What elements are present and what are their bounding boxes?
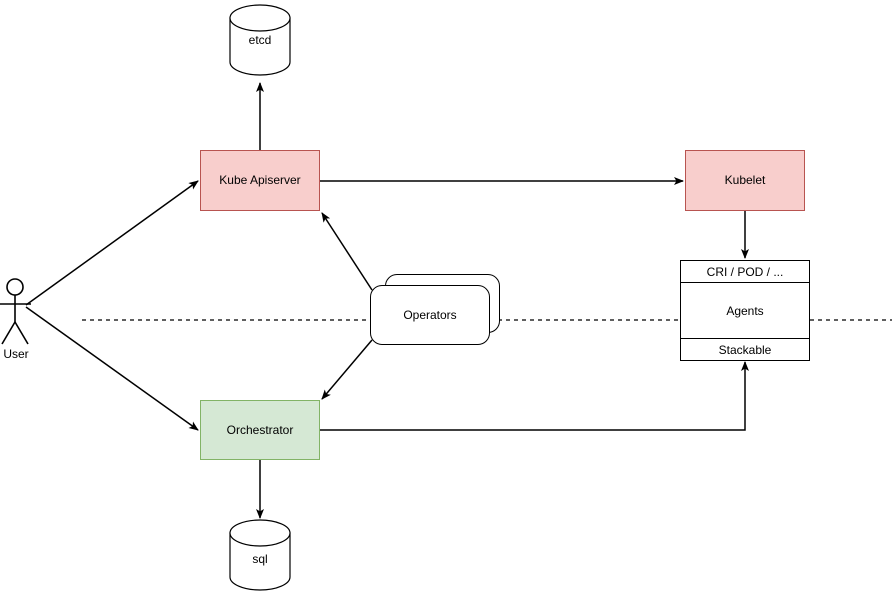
- node-agents-stack[interactable]: CRI / POD / ... Agents Stackable: [680, 260, 810, 361]
- node-sql-label: sql: [252, 552, 268, 566]
- edge-operators-to-apiserver: [321, 212, 373, 291]
- sql-cylinder-shape: [229, 519, 291, 591]
- node-sql-label-wrap: sql: [230, 552, 290, 566]
- node-user-label-wrap: User: [0, 347, 32, 361]
- agents-body-label: Agents: [726, 303, 764, 318]
- node-kubelet[interactable]: Kubelet: [685, 150, 805, 211]
- node-kube-apiserver-label: Kube Apiserver: [219, 173, 301, 188]
- node-user-label: User: [3, 347, 29, 361]
- agents-footer-stackable: Stackable: [681, 338, 809, 360]
- node-etcd-label-wrap: etcd: [230, 33, 290, 47]
- node-kubelet-label: Kubelet: [724, 173, 766, 188]
- node-etcd-label: etcd: [248, 33, 272, 47]
- node-operators-label: Operators: [403, 308, 457, 322]
- node-kube-apiserver[interactable]: Kube Apiserver: [200, 150, 320, 211]
- node-orchestrator-label: Orchestrator: [226, 422, 294, 437]
- agents-header-label: CRI / POD / ...: [706, 264, 784, 279]
- agents-body: Agents: [681, 283, 809, 338]
- agents-header-cri-pod: CRI / POD / ...: [681, 261, 809, 283]
- edge-orchestrator-to-stackable: [320, 361, 749, 431]
- edge-user-to-apiserver: [25, 180, 199, 306]
- edge-operators-to-orchestrator: [321, 339, 373, 400]
- node-operators[interactable]: Operators: [370, 285, 490, 345]
- user-actor-figure: [0, 278, 31, 345]
- node-orchestrator[interactable]: Orchestrator: [200, 400, 320, 460]
- etcd-cylinder-shape: [229, 4, 291, 76]
- agents-footer-label: Stackable: [718, 342, 772, 357]
- edge-user-to-orchestrator: [25, 306, 199, 431]
